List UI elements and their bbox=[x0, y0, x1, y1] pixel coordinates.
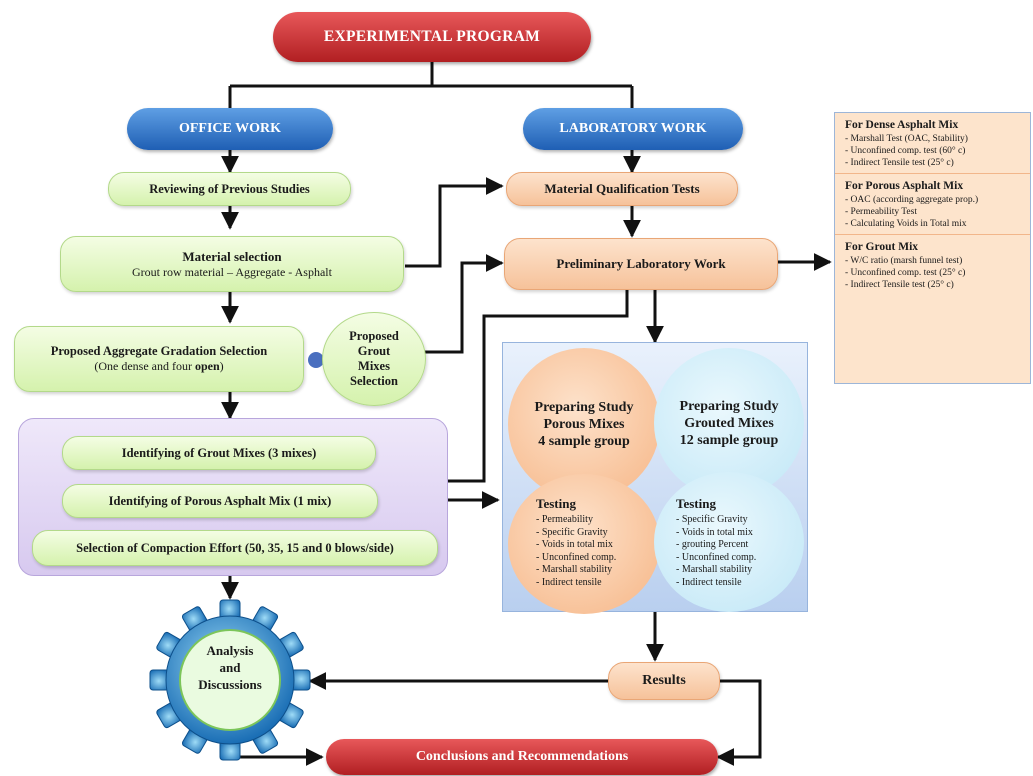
grout-selection-line-4: Selection bbox=[350, 374, 398, 388]
test-requirements-panel: For Dense Asphalt Mix Marshall Test (OAC… bbox=[834, 112, 1031, 384]
grouted-testing-title: Testing bbox=[676, 496, 716, 511]
porous-testing-circle: Testing Permeability Specific Gravity Vo… bbox=[508, 474, 660, 614]
reviewing-previous-studies-box: Reviewing of Previous Studies bbox=[108, 172, 351, 206]
gradation-detail: (One dense and four open) bbox=[94, 359, 224, 373]
porous-line-2: Porous Mixes bbox=[543, 416, 625, 432]
identifying-grout-mixes-box: Identifying of Grout Mixes (3 mixes) bbox=[62, 436, 376, 470]
conclusions-recommendations-pill: Conclusions and Recommendations bbox=[326, 739, 718, 775]
material-selection-detail: Grout row material – Aggregate - Asphalt bbox=[132, 264, 332, 279]
dense-asphalt-section: For Dense Asphalt Mix Marshall Test (OAC… bbox=[835, 113, 1030, 174]
grouted-line-2: Grouted Mixes bbox=[684, 415, 774, 431]
grout-mix-items: W/C ratio (marsh funnel test) Unconfined… bbox=[845, 255, 1022, 291]
identifying-porous-label: Identifying of Porous Asphalt Mix (1 mix… bbox=[108, 493, 332, 508]
grout-mixes-selection-circle: Proposed Grout Mixes Selection bbox=[322, 312, 426, 406]
porous-testing-title: Testing bbox=[536, 496, 576, 511]
grout-mix-section: For Grout Mix W/C ratio (marsh funnel te… bbox=[835, 235, 1030, 295]
results-box: Results bbox=[608, 662, 720, 700]
office-work-header: OFFICE WORK bbox=[127, 108, 333, 150]
laboratory-work-header: LABORATORY WORK bbox=[523, 108, 743, 150]
grouted-line-1: Preparing Study bbox=[679, 398, 779, 414]
results-label: Results bbox=[642, 673, 686, 688]
grout-mix-title: For Grout Mix bbox=[845, 241, 919, 253]
porous-tests-list: Permeability Specific Gravity Voids in t… bbox=[536, 514, 617, 589]
experimental-program-title: EXPERIMENTAL PROGRAM bbox=[273, 12, 591, 62]
preliminary-label: Preliminary Laboratory Work bbox=[556, 256, 726, 271]
porous-asphalt-items: OAC (according aggregate prop.) Permeabi… bbox=[845, 194, 1022, 230]
compaction-effort-box: Selection of Compaction Effort (50, 35, … bbox=[32, 530, 438, 566]
porous-line-3: 4 sample group bbox=[538, 433, 630, 449]
grout-selection-line-2: Grout bbox=[357, 344, 391, 358]
grouted-testing-circle: Testing Specific Gravity Voids in total … bbox=[654, 472, 804, 612]
gradation-title: Proposed Aggregate Gradation Selection bbox=[50, 344, 268, 358]
junction-dot-icon bbox=[308, 352, 324, 368]
material-selection-title: Material selection bbox=[182, 248, 282, 264]
compaction-label: Selection of Compaction Effort (50, 35, … bbox=[76, 540, 394, 555]
porous-asphalt-title: For Porous Asphalt Mix bbox=[845, 180, 964, 192]
porous-asphalt-section: For Porous Asphalt Mix OAC (according ag… bbox=[835, 174, 1030, 235]
preliminary-laboratory-box: Preliminary Laboratory Work bbox=[504, 238, 778, 290]
identifying-porous-mix-box: Identifying of Porous Asphalt Mix (1 mix… bbox=[62, 484, 378, 518]
material-qualification-box: Material Qualification Tests bbox=[506, 172, 738, 206]
reviewing-label: Reviewing of Previous Studies bbox=[149, 181, 310, 196]
grout-selection-line-1: Proposed bbox=[349, 329, 399, 343]
dense-asphalt-items: Marshall Test (OAC, Stability) Unconfine… bbox=[845, 133, 1022, 169]
grouted-tests-list: Specific Gravity Voids in total mix grou… bbox=[676, 514, 757, 589]
dense-asphalt-title: For Dense Asphalt Mix bbox=[845, 119, 959, 131]
grout-selection-line-3: Mixes bbox=[358, 359, 390, 373]
gear-icon bbox=[149, 599, 311, 761]
grouted-line-3: 12 sample group bbox=[679, 432, 779, 448]
porous-line-1: Preparing Study bbox=[534, 399, 634, 415]
aggregate-gradation-box: Proposed Aggregate Gradation Selection (… bbox=[14, 326, 304, 392]
qualification-label: Material Qualification Tests bbox=[544, 181, 700, 196]
identifying-grout-label: Identifying of Grout Mixes (3 mixes) bbox=[121, 445, 317, 460]
material-selection-box: Material selection Grout row material – … bbox=[60, 236, 404, 292]
analysis-discussions-label: Analysis and Discussions bbox=[198, 643, 262, 692]
